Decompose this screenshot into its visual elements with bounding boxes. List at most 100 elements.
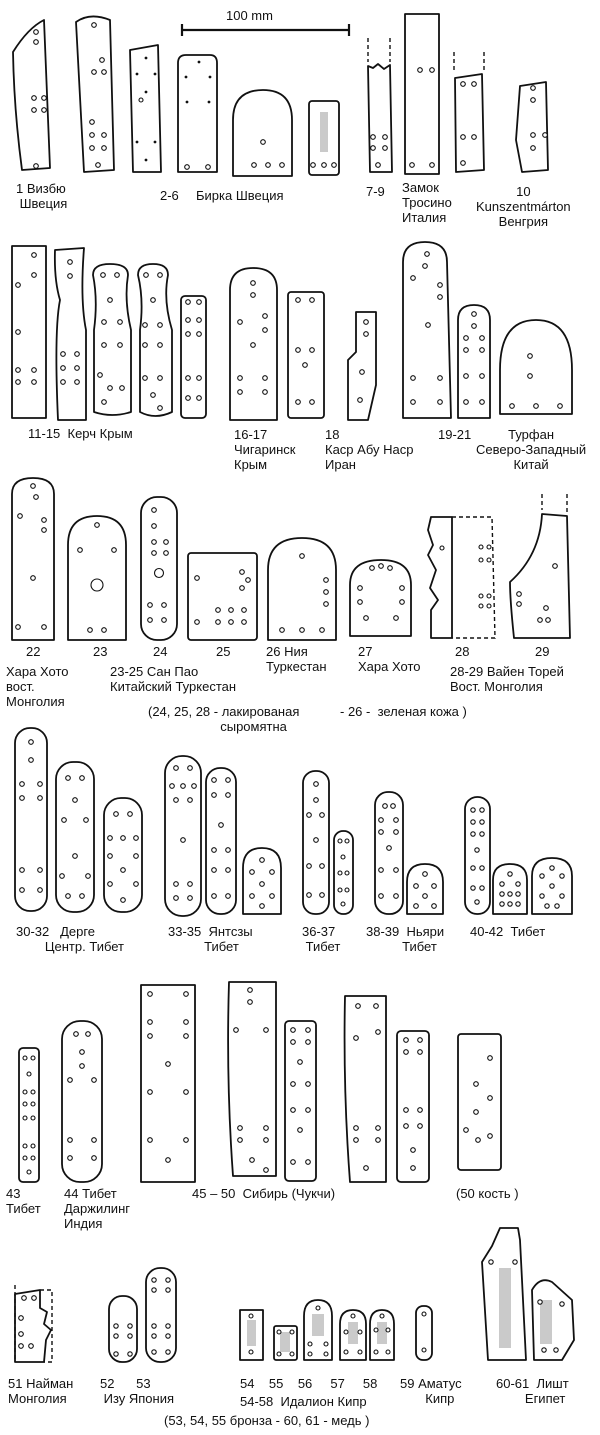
plate-51 xyxy=(14,1285,53,1363)
label-25: 30-32 Дерге Центр. Тибет xyxy=(16,924,125,954)
label-30: 43 Тибет xyxy=(6,1186,41,1216)
plate-39 xyxy=(406,863,444,915)
label-1: 1 Визбю Швеция xyxy=(16,181,68,211)
plate-33 xyxy=(164,755,202,917)
plate-37 xyxy=(333,830,354,915)
plate-58 xyxy=(369,1309,395,1361)
plate-57 xyxy=(339,1309,367,1361)
plate-12 xyxy=(53,247,87,421)
plate-43 xyxy=(18,1047,40,1183)
label-16: 26 Ния Туркестан xyxy=(266,644,327,674)
label-8: 16-17 Чигаринск Крым xyxy=(234,427,296,472)
label-37: 54-58 Идалион Кипр xyxy=(240,1394,367,1409)
plate-20 xyxy=(457,304,491,419)
label-7: 11-15 Керч Крым xyxy=(28,426,133,441)
label-15: 25 xyxy=(216,644,231,659)
label-29: 40-42 Тибет xyxy=(470,924,546,939)
plate-48 xyxy=(343,995,387,1183)
plate-40 xyxy=(464,796,491,915)
label-24: - 26 - зеленая кожа ) xyxy=(340,704,467,719)
plate-24 xyxy=(140,496,178,641)
plate-6 xyxy=(308,100,340,176)
plate-47 xyxy=(284,1020,317,1182)
plate-7 xyxy=(367,38,393,173)
plate-52 xyxy=(108,1295,138,1363)
label-38: 59 Аматус Кипр xyxy=(400,1376,462,1406)
plate-2 xyxy=(75,15,115,173)
plate-8 xyxy=(404,13,440,175)
label-34: 51 Найман Монголия xyxy=(8,1376,74,1406)
label-18: 28 xyxy=(455,644,470,659)
label-27: 36-37 Тибет xyxy=(302,924,341,954)
plate-23 xyxy=(67,515,127,641)
label-13: 23 xyxy=(93,644,108,659)
label-17: 27 Хара Хото xyxy=(358,644,421,674)
label-39: 60-61 Лишт Египет xyxy=(496,1376,569,1406)
label-23: (24, 25, 28 - лакированая сыромятна xyxy=(148,704,300,734)
label-5: Замок Тросино Италия xyxy=(402,180,452,225)
label-2: 2-6 xyxy=(160,188,179,203)
plate-11 xyxy=(11,245,47,419)
label-35: 52 53 Изу Япония xyxy=(100,1376,175,1406)
plate-34 xyxy=(205,767,237,915)
label-33: (50 кость ) xyxy=(456,1186,519,1201)
plate-19 xyxy=(402,241,452,419)
label-21: 23-25 Сан Пао Китайский Туркестан xyxy=(110,664,237,694)
label-3: Бирка Швеция xyxy=(196,188,284,203)
plate-21 xyxy=(499,319,573,415)
label-31: 44 Тибет Даржилинг Индия xyxy=(64,1186,130,1231)
label-22: 28-29 Вайен Торей Вост. Монголия xyxy=(450,664,564,694)
plate-59 xyxy=(415,1305,433,1361)
plate-16 xyxy=(229,267,278,421)
plate-56 xyxy=(303,1299,333,1361)
plate-25 xyxy=(187,552,258,641)
label-10: 19-21 xyxy=(438,427,472,442)
label-9: 18 Каср Абу Наср Иран xyxy=(325,427,414,472)
label-19: 29 xyxy=(535,644,550,659)
plate-3 xyxy=(129,44,162,173)
plate-17 xyxy=(287,291,325,419)
plate-31 xyxy=(55,761,95,913)
plate-1 xyxy=(12,19,51,171)
plate-38 xyxy=(374,791,404,915)
plate-55 xyxy=(273,1325,298,1361)
plate-22 xyxy=(11,477,55,641)
plate-60 xyxy=(481,1227,527,1361)
plate-30 xyxy=(14,727,48,912)
plate-42 xyxy=(531,857,573,915)
plate-26 xyxy=(267,537,337,641)
plate-53 xyxy=(145,1267,177,1363)
plate-10 xyxy=(515,81,549,173)
plate-46 xyxy=(227,981,277,1177)
plate-29 xyxy=(509,494,571,639)
plate-45 xyxy=(140,984,196,1183)
plate-14 xyxy=(137,263,173,417)
label-40: (53, 54, 55 бронза - 60, 61 - медь ) xyxy=(164,1413,370,1428)
plate-32 xyxy=(103,797,143,913)
label-36: 54 55 56 57 58 xyxy=(240,1376,378,1391)
label-14: 24 xyxy=(153,644,168,659)
plate-4 xyxy=(177,54,218,173)
label-28: 38-39 Ньяри Тибет xyxy=(366,924,445,954)
plate-36 xyxy=(302,770,330,915)
label-6: 10 Kunszentmárton Венгрия xyxy=(476,184,571,229)
plate-27 xyxy=(349,559,412,637)
plate-18 xyxy=(347,311,377,421)
plate-28 xyxy=(427,516,496,639)
label-20: Хара Хото вост. Монголия xyxy=(6,664,69,709)
label-26: 33-35 Янтсзы Тибет xyxy=(168,924,253,954)
plate-35 xyxy=(242,847,282,915)
plate-13 xyxy=(92,263,132,416)
label-32: 45 – 50 Сибирь (Чукчи) xyxy=(192,1186,336,1201)
plate-5 xyxy=(232,89,293,177)
scale-bar-label: 100 mm xyxy=(226,8,273,23)
plate-9 xyxy=(453,52,485,173)
label-11: Турфан Северо-Западный Китай xyxy=(476,427,587,472)
label-4: 7-9 xyxy=(366,184,385,199)
plate-15 xyxy=(180,295,207,419)
plate-44 xyxy=(61,1020,103,1183)
plate-61 xyxy=(531,1279,575,1361)
plate-41 xyxy=(492,863,528,915)
plate-49 xyxy=(396,1030,430,1183)
